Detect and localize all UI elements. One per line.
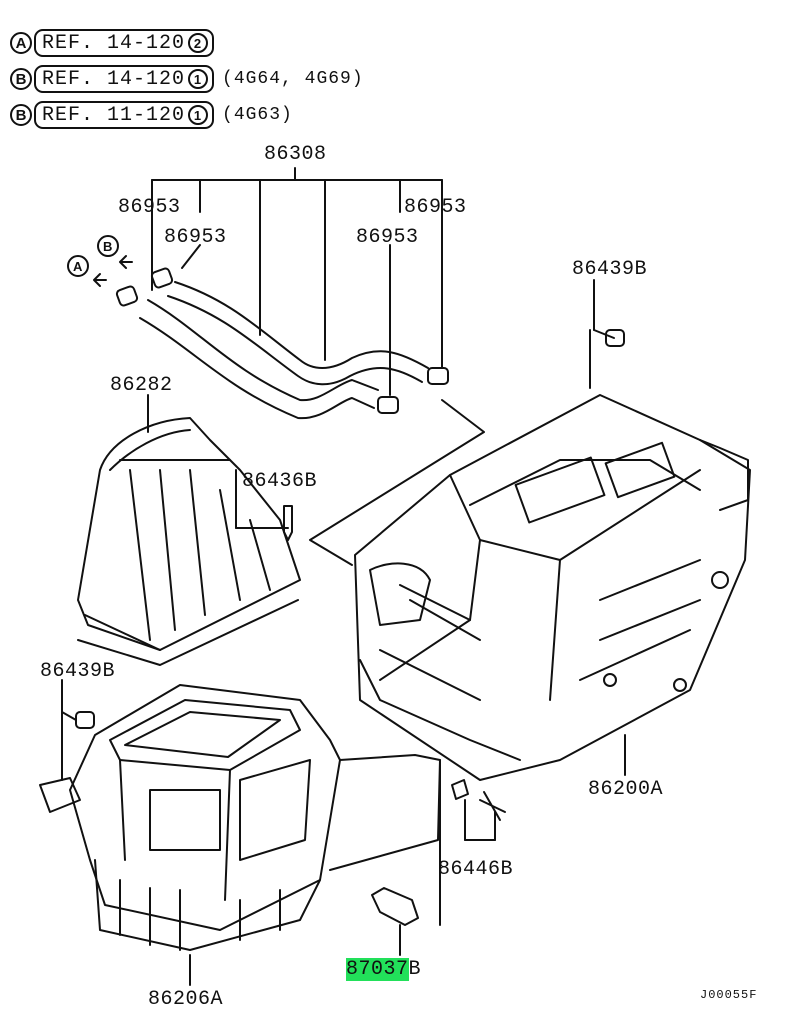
leader-hoses-to-unit bbox=[309, 399, 485, 566]
ref-circle-label: B bbox=[10, 68, 32, 90]
ref-box: REF. 11-120 1 bbox=[34, 101, 215, 129]
ref-num: 2 bbox=[188, 33, 209, 53]
leader-86308 bbox=[151, 167, 443, 396]
ref-text: REF. 14-120 bbox=[42, 31, 186, 55]
screws-86446B bbox=[439, 759, 506, 926]
pin-86436B bbox=[235, 469, 293, 541]
heater-unit-86200A bbox=[354, 394, 751, 781]
arrow-label-a: A bbox=[73, 259, 83, 274]
bolt-86439B-lower bbox=[61, 679, 95, 781]
highlighted-part-number: 87037 bbox=[346, 958, 409, 981]
sensor-87037B bbox=[371, 887, 419, 956]
part-label-86436B[interactable]: 86436B bbox=[242, 470, 318, 493]
part-suffix: B bbox=[408, 958, 422, 981]
part-label-86953-c[interactable]: 86953 bbox=[404, 196, 467, 219]
ref-num: 1 bbox=[188, 105, 209, 125]
ref-box: REF. 14-120 2 bbox=[34, 29, 215, 57]
duct-86282 bbox=[77, 394, 301, 666]
ref-text: REF. 14-120 bbox=[42, 67, 186, 91]
ref-text: REF. 11-120 bbox=[42, 103, 186, 127]
arrow-label-b: B bbox=[103, 239, 112, 254]
part-label-86200A[interactable]: 86200A bbox=[588, 778, 664, 801]
part-label-86953-a[interactable]: 86953 bbox=[118, 196, 181, 219]
part-label-87037B[interactable]: 87037B bbox=[346, 958, 421, 981]
part-label-86953-b[interactable]: 86953 bbox=[164, 226, 227, 249]
ref-row-b2: B REF. 11-120 1 (4G63) bbox=[10, 100, 293, 130]
ref-row-b1: B REF. 14-120 1 (4G64, 4G69) bbox=[10, 64, 364, 94]
blower-86206A bbox=[39, 684, 441, 986]
part-label-86439B-upper[interactable]: 86439B bbox=[572, 258, 648, 281]
ref-note: (4G63) bbox=[222, 105, 293, 125]
bolt-86439B-upper bbox=[589, 279, 625, 389]
part-label-86953-d[interactable]: 86953 bbox=[356, 226, 419, 249]
ref-note: (4G64, 4G69) bbox=[222, 69, 364, 89]
part-label-86446B[interactable]: 86446B bbox=[438, 858, 514, 881]
hose-direction-arrows bbox=[67, 235, 133, 287]
ref-num: 1 bbox=[188, 69, 209, 89]
part-label-86439B-lower[interactable]: 86439B bbox=[40, 660, 116, 683]
part-label-86206A[interactable]: 86206A bbox=[148, 988, 224, 1011]
part-label-86282[interactable]: 86282 bbox=[110, 374, 173, 397]
ref-box: REF. 14-120 1 bbox=[34, 65, 215, 93]
diagram-code: J00055F bbox=[700, 988, 758, 1002]
heater-hoses bbox=[115, 267, 449, 420]
ref-circle-label: B bbox=[10, 104, 32, 126]
ref-circle-label: A bbox=[10, 32, 32, 54]
ref-row-a: A REF. 14-120 2 bbox=[10, 28, 215, 58]
part-label-86308[interactable]: 86308 bbox=[264, 143, 327, 166]
